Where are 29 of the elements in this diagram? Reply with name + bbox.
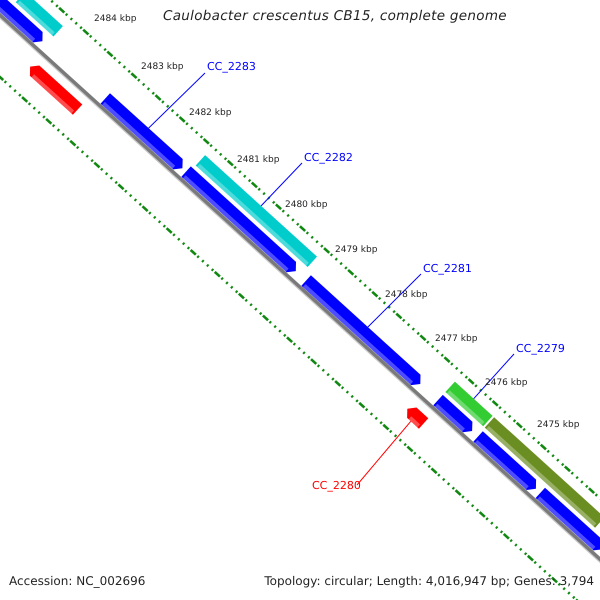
- leader-line: [148, 72, 206, 129]
- leader-line: [356, 420, 412, 486]
- gene-label: CC_2283: [207, 61, 256, 72]
- genome-info-text: Topology: circular; Length: 4,016,947 bp; Genes: 3,794: [264, 575, 594, 587]
- accession-text: Accession: NC_002696: [9, 575, 146, 587]
- gene-bar: [484, 417, 600, 528]
- scale-label: 2479 kbp: [335, 246, 378, 255]
- gene-bar: [30, 66, 82, 115]
- scale-label: 2483 kbp: [141, 63, 184, 72]
- gene-bar: [536, 488, 600, 550]
- gene-bar: [433, 394, 472, 432]
- leader-line: [367, 274, 422, 328]
- gene-bar: [0, 0, 43, 42]
- scale-label: 2475 kbp: [537, 421, 580, 430]
- gene-label: CC_2279: [516, 343, 565, 354]
- gene-label: CC_2281: [423, 263, 472, 274]
- gene-bar: [100, 93, 183, 170]
- gene-bar: [473, 431, 536, 490]
- scale-label: 2480 kbp: [285, 201, 328, 210]
- leader-line: [260, 162, 302, 206]
- leader-line: [473, 354, 514, 400]
- scale-label: 2481 kbp: [237, 156, 280, 165]
- gene-bar: [407, 408, 428, 429]
- gene-label: CC_2280: [312, 480, 361, 491]
- scale-label: 2477 kbp: [435, 335, 478, 344]
- scale-label: 2484 kbp: [94, 15, 136, 24]
- gene-bar: [16, 0, 63, 36]
- gene-label: CC_2282: [304, 152, 353, 163]
- title: Caulobacter crescentus CB15, complete genome: [163, 10, 507, 24]
